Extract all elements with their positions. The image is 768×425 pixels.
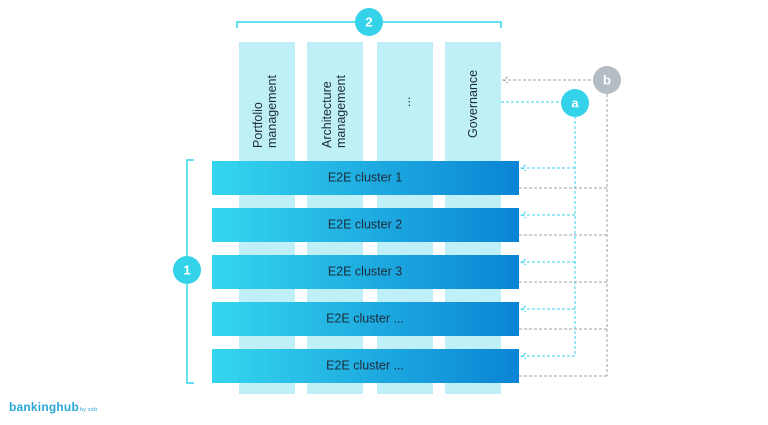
marker-a-label: a <box>571 96 579 111</box>
connectors-b <box>502 76 608 377</box>
cluster-label-5: E2E cluster ... <box>326 358 404 372</box>
cluster-label-4: E2E cluster ... <box>326 311 404 325</box>
top-bracket: 2 <box>236 8 502 36</box>
marker-b: b <box>593 66 621 94</box>
column-label-portfolio-2: management <box>265 75 279 148</box>
marker-b-circle <box>593 66 621 94</box>
marker-a-circle <box>561 89 589 117</box>
marker-1-label: 1 <box>183 263 190 278</box>
cluster-label-3: E2E cluster 3 <box>328 264 402 278</box>
column-label-governance: Governance <box>466 70 480 138</box>
connectors-a <box>501 101 576 360</box>
column-label-architecture-2: management <box>334 75 348 148</box>
marker-b-label: b <box>603 73 611 88</box>
left-bracket: 1 <box>173 159 201 384</box>
brand-logo: bankinghubby zeb <box>9 400 97 414</box>
cluster-bar-3 <box>212 255 519 289</box>
brand-sub: by zeb <box>80 407 98 413</box>
marker-2-label: 2 <box>365 15 372 30</box>
column-label-architecture: Architecture <box>320 81 334 148</box>
marker-1-circle <box>173 256 201 284</box>
column-labels: Portfolio management Architecture manage… <box>251 70 480 148</box>
cluster-label-1: E2E cluster 1 <box>328 170 402 184</box>
cluster-bar-1 <box>212 161 519 195</box>
marker-2-circle <box>355 8 383 36</box>
brand-name: bankinghub <box>9 400 79 414</box>
column-label-ellipsis: ... <box>399 97 413 107</box>
cluster-label-2: E2E cluster 2 <box>328 217 402 231</box>
cluster-bars: E2E cluster 1 E2E cluster 2 E2E cluster … <box>212 161 519 383</box>
cluster-bar-4 <box>212 302 519 336</box>
column-label-portfolio: Portfolio <box>251 102 265 148</box>
cluster-bar-5 <box>212 349 519 383</box>
cluster-bar-2 <box>212 208 519 242</box>
marker-a: a <box>561 89 589 117</box>
